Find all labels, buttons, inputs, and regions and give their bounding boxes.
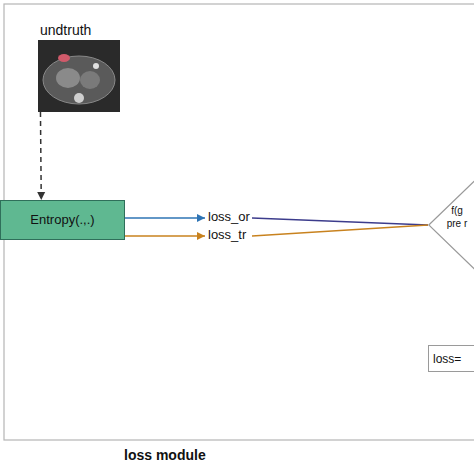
vessel-mark	[93, 63, 99, 69]
decision-diamond: f(g pre r	[428, 180, 474, 270]
image-heading: undtruth	[40, 22, 91, 38]
tumor-mark	[58, 54, 70, 62]
organ-shape	[80, 71, 100, 89]
organ-shape	[56, 68, 80, 88]
connector-line	[40, 112, 42, 200]
entropy-box: Entropy(.,.)	[0, 200, 125, 240]
connector-line	[125, 235, 205, 237]
connector	[125, 214, 428, 225]
arrow-head	[197, 214, 205, 222]
arrow-head	[197, 232, 205, 240]
module-caption: loss module	[124, 447, 206, 463]
box-label: loss=	[433, 352, 461, 366]
loss-label: loss_or	[208, 209, 250, 224]
arrow-head	[37, 192, 45, 200]
connector-line	[252, 218, 428, 225]
diamond-label: f(g pre r	[445, 204, 469, 230]
connector	[37, 112, 45, 200]
loss-box: loss=	[428, 345, 474, 372]
connector	[125, 225, 428, 240]
ct-scan-image	[38, 40, 120, 112]
connector-line	[125, 217, 205, 219]
groundtruth-image: undtruth	[38, 40, 120, 112]
loss-label: loss_tr	[208, 227, 246, 242]
spine-shape	[74, 93, 84, 103]
diamond-shape	[429, 180, 474, 270]
body-outline	[43, 56, 115, 104]
connector-line	[252, 225, 428, 236]
box-label: Entropy(.,.)	[1, 212, 124, 227]
